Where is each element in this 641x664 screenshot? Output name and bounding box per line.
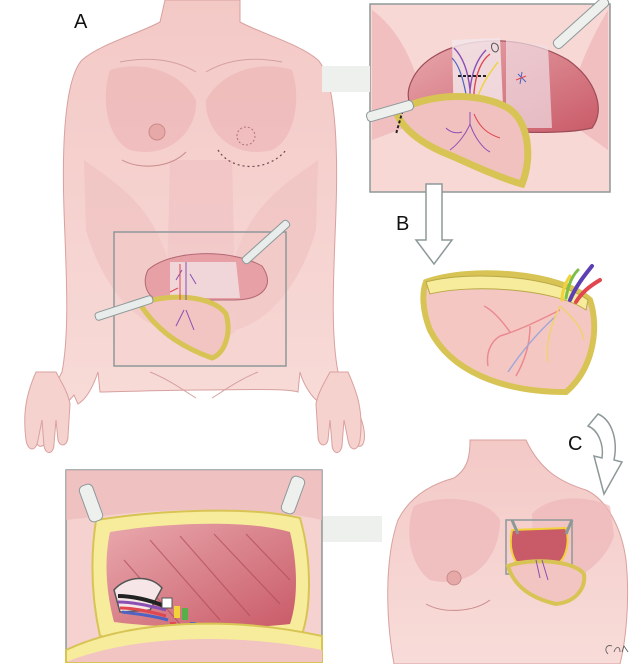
signature-scribble <box>605 645 629 655</box>
connector-c-inset <box>322 516 382 542</box>
chest-nipple-left <box>446 570 462 586</box>
left-nipple <box>148 123 166 141</box>
panel-a-inset <box>365 0 611 193</box>
anastomosis-flap-skin <box>66 638 322 662</box>
right-nipple-marking <box>236 126 256 146</box>
flap-artery-branches <box>483 305 561 377</box>
anastomosis-vessel-black <box>117 594 165 608</box>
anastomosis-coupler-yellow <box>174 606 180 618</box>
groin-line-left <box>149 371 197 399</box>
inset-retractor-right <box>552 0 610 49</box>
inset-rectus-fascia-right <box>506 40 552 128</box>
anastomosis-coupler-white <box>161 597 173 609</box>
panel-c-label: C <box>568 433 582 455</box>
anastomosis-retractor-right <box>280 475 306 515</box>
inset-tram-flap <box>391 93 532 189</box>
anastomosis-vessel-red <box>119 606 167 618</box>
inset-small-vessel-red <box>515 75 527 81</box>
pectoral-left <box>105 66 197 152</box>
inset-flap-vessels-red <box>473 113 501 139</box>
panel-b-flap <box>420 264 602 396</box>
signature-mark <box>605 645 629 655</box>
anastomosis-coupler-green <box>182 608 188 620</box>
left-hand <box>24 371 71 453</box>
arrow-down-b-icon <box>414 183 454 266</box>
pedicle-purple <box>568 264 594 302</box>
flap-nerve-branches <box>546 305 585 363</box>
connector-a-inset <box>322 66 370 92</box>
anastomosis-retractor-left <box>78 483 104 523</box>
anastomosis-vessel-purple <box>117 600 167 612</box>
anastomosis-cavity <box>106 523 296 628</box>
anastomosis-vessel-blue <box>121 610 169 622</box>
pedicle-yellow <box>560 274 572 302</box>
flap-vessels-small-red <box>169 264 181 300</box>
chest-flap-inset <box>505 559 587 607</box>
abdomen-fascia-small <box>170 262 240 298</box>
groin-line-right <box>211 371 259 399</box>
panel-c-chest <box>387 439 629 664</box>
anastomosis-muscle-bg <box>66 470 322 520</box>
panel-c-inset <box>65 469 323 663</box>
panel-b-label: B <box>396 213 409 235</box>
chest-breast-contour <box>425 599 491 611</box>
inset-flap-vessels <box>445 112 491 153</box>
clavicle-right <box>205 58 283 73</box>
panel-a-torso <box>24 0 365 453</box>
retractor-a-right-handle <box>241 219 291 265</box>
anastomosis-muscle-fibers <box>123 533 291 625</box>
clavicle-left <box>119 58 197 73</box>
chest-flap-vessels <box>535 559 549 581</box>
arrow-curved-c-icon <box>586 413 624 496</box>
left-breast-contour <box>121 151 187 167</box>
chest-pectoral-left <box>409 498 500 582</box>
chest-cavity <box>509 526 569 563</box>
retractor-a-left-handle <box>94 295 154 321</box>
chest-retractor-left <box>510 519 520 535</box>
flap-top-fat <box>425 275 589 311</box>
right-hand <box>315 371 362 453</box>
chest-retractor-right <box>564 519 574 535</box>
panel-a-label: A <box>74 11 88 33</box>
pectoral-right <box>205 66 297 152</box>
flap-vessels-small <box>175 262 197 331</box>
pedicle-red <box>574 278 602 304</box>
inset-retractor-left <box>365 100 415 122</box>
inset-umbilicus-marker <box>491 42 499 53</box>
pedicle-green <box>564 268 580 300</box>
flap-vein-branches <box>507 315 557 373</box>
inset-nerve-yellow <box>477 61 499 97</box>
